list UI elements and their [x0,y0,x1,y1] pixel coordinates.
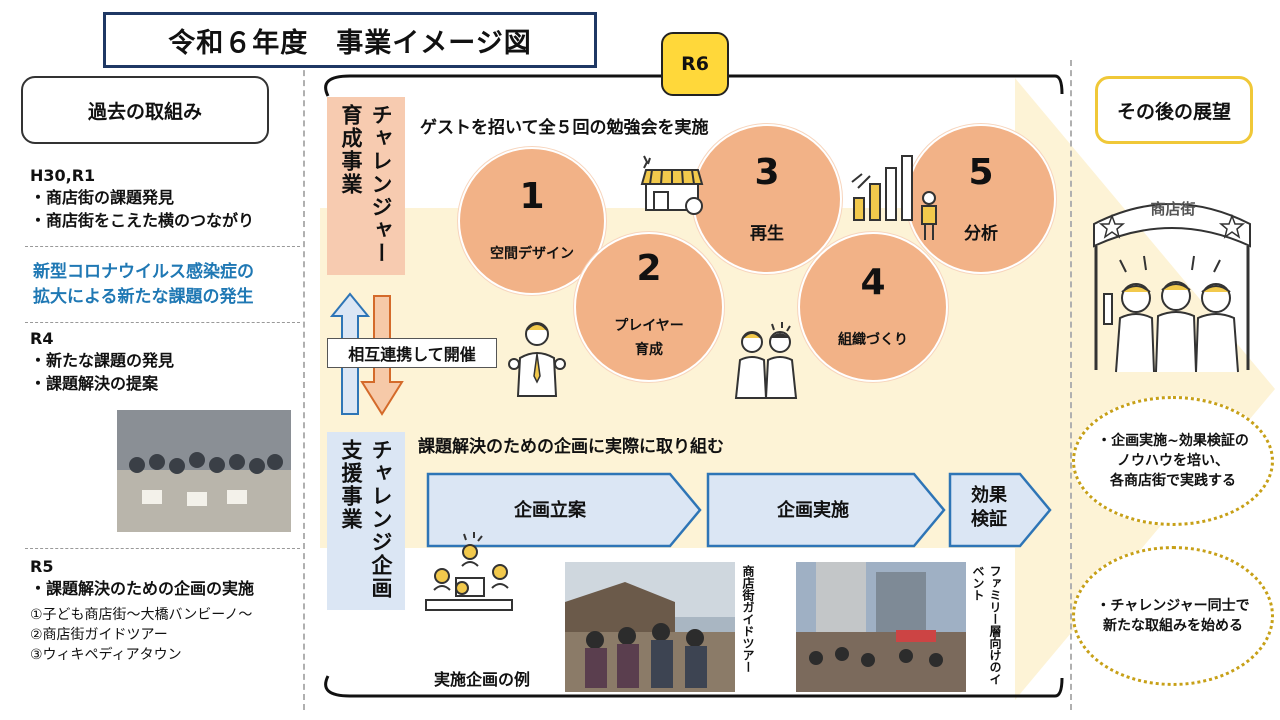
bar-growth-icon [851,155,913,221]
shopping-street-illustration [1093,203,1251,373]
guide-tour-photo [565,562,735,692]
collaboration-label: 相互連携して開催 [327,338,497,368]
covid-note: 新型コロナウイルス感染症の 拡大による新たな課題の発生 [33,262,254,307]
family-event-caption: ファミリー層向けのイベント [971,565,1002,685]
h30-year: H30,R1 [30,166,96,185]
session-1-circle: 1 空間デザイン [458,147,606,295]
r4-year: R4 [30,329,54,348]
r4-item: ・課題解決の提案 [30,373,159,393]
family-event-photo [796,562,966,692]
page-title: 令和６年度 事業イメージ図 [103,12,597,68]
step-verify: 効果検証 [971,485,1007,531]
session-4-circle: 4 組織づくり [798,232,948,382]
r5-section: R5 ・課題解決のための企画の実施 ①子ども商店街～大橋バンビーノ～ ②商店街ガ… [30,556,302,666]
r5-list-item: ①子ども商店街～大橋バンビーノ～ [30,606,253,623]
r5-list-item: ③ウィキペディアタウン [30,647,182,664]
training-caption: ゲストを招いて全５回の勉強会を実施 [420,118,709,138]
outlook-bubble-knowhow: ・企画実施~効果検証の ノウハウを培い、 各商店街で実践する [1072,396,1274,526]
session-2-circle: 2 プレイヤー育成 [574,232,724,382]
r4-item: ・新たな課題の発見 [30,351,175,371]
businessman-icon [508,322,566,397]
guide-tour-caption: 商店街ガイドツアー [741,565,755,673]
r5-item: ・課題解決のための企画の実施 [30,579,255,599]
r5-list-item: ②商店街ガイドツアー [30,627,168,644]
outlook-bubble-collaboration: ・チャレンジャー同士で 新たな取組みを始める [1072,546,1274,686]
h30-section: H30,R1 ・商店街の課題発見 ・商店街をこえた横のつながり [30,165,300,232]
past-initiatives-heading: 過去の取組み [21,76,269,144]
left-divider [303,60,305,710]
h30-item: ・商店街の課題発見 [30,188,175,208]
planning-caption: 課題解決のための企画に実際に取り組む [418,437,724,457]
r4-section: R4 ・新たな課題の発見 ・課題解決の提案 [30,328,300,395]
h30-item: ・商店街をこえた横のつながり [30,210,255,230]
process-arrows [426,472,1052,548]
r5-year: R5 [30,557,54,576]
divider [25,548,300,549]
shopping-street-sign: 商店街 [1150,200,1196,218]
step-plan: 企画立案 [514,500,586,521]
right-divider [1070,60,1072,710]
r6-badge: R6 [661,32,729,96]
two-people-icon [734,322,798,399]
planning-support-label: チャレンジ企画支援事業 [327,432,405,610]
divider [25,322,300,323]
r4-group-photo [117,410,291,532]
storefront-icon [640,155,704,215]
session-3-circle: 3 再生 [692,124,842,274]
future-outlook-heading: その後の展望 [1095,76,1253,144]
analyst-person-icon [921,191,937,240]
divider [25,246,300,247]
example-caption: 実施企画の例 [434,670,531,689]
step-execute: 企画実施 [777,500,849,521]
team-meeting-icon [425,532,513,611]
challenger-training-label: チャレンジャー育成事業 [327,97,405,275]
